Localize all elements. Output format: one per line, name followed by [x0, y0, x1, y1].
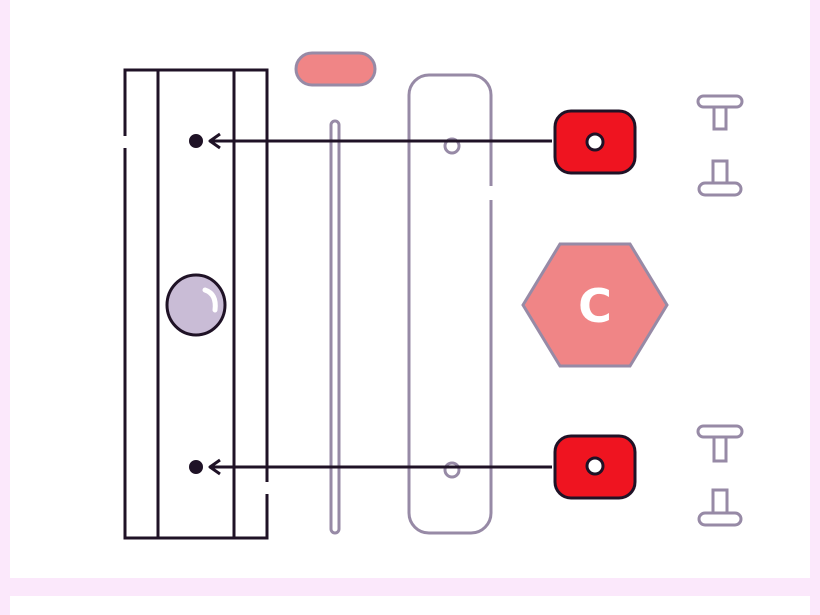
arrow-bottom — [208, 458, 552, 476]
panel-gap-left — [121, 136, 129, 148]
panel-gap-right — [263, 482, 271, 494]
hexagon-badge: C — [521, 242, 669, 368]
thin-rod — [329, 119, 341, 535]
frame-right — [810, 0, 820, 615]
gasket-pill — [294, 51, 377, 87]
screw-post-icon — [697, 159, 743, 197]
arrow-top — [208, 132, 552, 150]
panel-hole-bottom — [189, 460, 203, 474]
screw-top-icon — [696, 94, 744, 131]
plate-hole-bottom — [443, 461, 461, 479]
screw-top-icon — [696, 424, 744, 463]
mounting-plate — [407, 73, 496, 535]
frame-bottom — [0, 578, 820, 596]
screw-post-icon — [697, 488, 743, 527]
door-panel — [123, 68, 269, 540]
panel-hole-top — [189, 134, 203, 148]
red-fastener-top — [553, 109, 637, 175]
frame-left — [0, 0, 10, 615]
hexagon-label: C — [578, 279, 612, 333]
red-fastener-bottom — [553, 434, 637, 500]
door-knob — [165, 273, 227, 337]
